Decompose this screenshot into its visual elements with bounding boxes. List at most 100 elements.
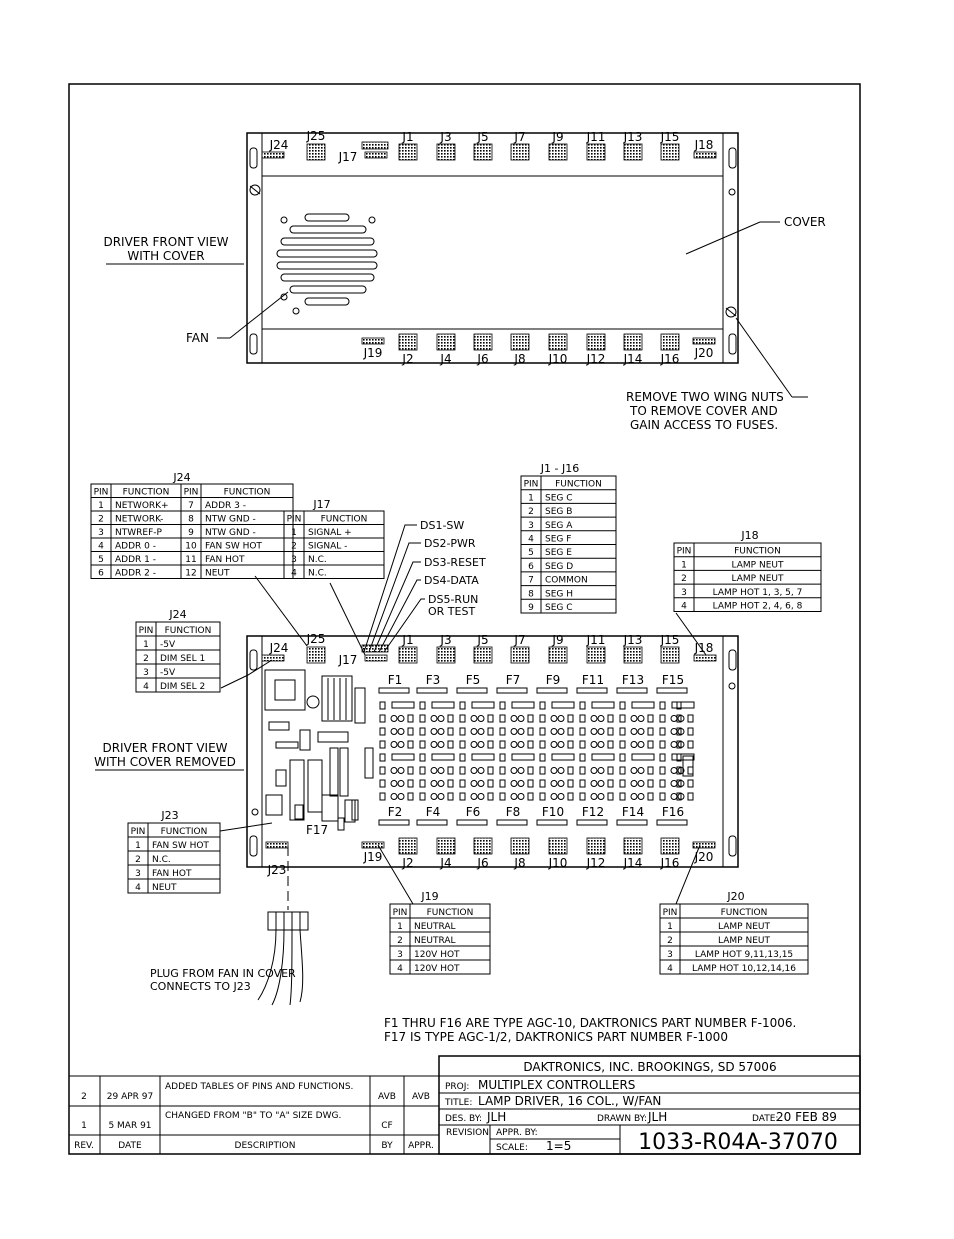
pad: [470, 728, 478, 735]
pad: [567, 766, 574, 775]
table-header: FUNCTION: [321, 515, 368, 525]
revision-header: REV.: [74, 1141, 94, 1151]
table-header: FUNCTION: [721, 908, 768, 918]
top-cover: [261, 175, 724, 330]
table-cell: NETWORK-: [115, 515, 163, 525]
pad: [687, 727, 694, 736]
table-cell: NTW GND -: [205, 528, 256, 538]
connector-block: [436, 646, 456, 664]
table-cell: ADDR 2 -: [115, 569, 156, 579]
table-cell: 2: [98, 515, 104, 525]
pad: [517, 741, 525, 748]
fuse-label: F7: [506, 673, 521, 687]
pad: [437, 728, 445, 735]
connector-block: [660, 646, 680, 664]
table-title: J24: [168, 608, 186, 621]
table-cell: 6: [98, 569, 104, 579]
fuse-label: F13: [622, 673, 644, 687]
resistor: [431, 701, 455, 709]
pad: [470, 793, 478, 800]
revision-cell: 29 APR 97: [107, 1092, 153, 1102]
pad: [550, 728, 558, 735]
connector-label: J18: [694, 138, 714, 152]
connector-label: J8: [513, 352, 525, 366]
fuse-label: F14: [622, 805, 644, 819]
title-label: TITLE:: [444, 1098, 472, 1108]
pad: [499, 740, 506, 749]
connector-block: [660, 143, 680, 161]
fuse-label: F16: [662, 805, 684, 819]
table-cell: DIM SEL 1: [160, 654, 205, 664]
fuse-label: F12: [582, 805, 604, 819]
pad: [459, 792, 466, 801]
pad: [676, 740, 682, 749]
pad: [607, 766, 614, 775]
table-title: J19: [420, 890, 438, 903]
connector-label: J19: [363, 346, 383, 360]
pad: [437, 767, 445, 774]
pad: [567, 727, 574, 736]
connector-label: J4: [439, 352, 451, 366]
revision-description: CHANGED FROM "B" TO "A" SIZE DWG.: [165, 1111, 341, 1121]
header-connector: [261, 654, 285, 662]
table-cell: LAMP HOT 2, 4, 6, 8: [713, 602, 803, 612]
pad: [567, 714, 574, 723]
connector-block: [473, 837, 493, 855]
bottom-chassis: [246, 635, 739, 868]
proj-label: PROJ:: [445, 1082, 469, 1092]
pad: [557, 780, 565, 787]
revision-header: DESCRIPTION: [235, 1141, 296, 1151]
pad: [390, 780, 398, 787]
connector-label: J15: [660, 633, 680, 647]
pad: [607, 727, 614, 736]
pad: [390, 741, 398, 748]
connector-label: J14: [623, 856, 643, 870]
pad: [517, 767, 525, 774]
pad: [597, 728, 605, 735]
header-connector: [361, 841, 385, 849]
pad: [379, 779, 386, 788]
pad: [477, 780, 485, 787]
table-header: PIN: [393, 908, 408, 918]
wing-nut-note: REMOVE TWO WING NUTS: [626, 390, 784, 404]
resistor: [671, 701, 695, 709]
table-cell: SIGNAL -: [308, 542, 347, 552]
pad: [676, 727, 682, 736]
table-cell: 2: [667, 936, 673, 946]
connector-block: [510, 837, 530, 855]
table-cell: 11: [185, 555, 196, 565]
pad: [487, 792, 494, 801]
title-value: LAMP DRIVER, 16 COL., W/FAN: [478, 1094, 661, 1108]
pad: [590, 793, 598, 800]
fuse-label: F15: [662, 673, 684, 687]
fuse-label: F1: [388, 673, 403, 687]
led-ds3-label: DS3-RESET: [424, 556, 486, 569]
pad: [676, 779, 682, 788]
table-header: PIN: [287, 515, 302, 525]
pad: [517, 728, 525, 735]
resistor: [551, 701, 575, 709]
connector-block: [623, 143, 643, 161]
connector-label: J5: [476, 633, 488, 647]
table-cell: 9: [528, 603, 534, 613]
table-cell: 120V HOT: [414, 950, 460, 960]
table-cell: ADDR 0 -: [115, 542, 156, 552]
plug-note: CONNECTS TO J23: [150, 980, 251, 993]
table-cell: 3: [135, 869, 141, 879]
table-cell: NTW GND -: [205, 515, 256, 525]
pad: [557, 728, 565, 735]
connector-block: [586, 646, 606, 664]
pad: [510, 715, 518, 722]
pad: [676, 766, 682, 775]
table-cell: 4: [397, 964, 403, 974]
table-cell: N.C.: [152, 855, 171, 865]
pad: [430, 715, 438, 722]
table-header: PIN: [524, 480, 539, 490]
pad: [607, 792, 614, 801]
revision-header: DATE: [118, 1141, 142, 1151]
table-cell: -5V: [160, 668, 176, 678]
